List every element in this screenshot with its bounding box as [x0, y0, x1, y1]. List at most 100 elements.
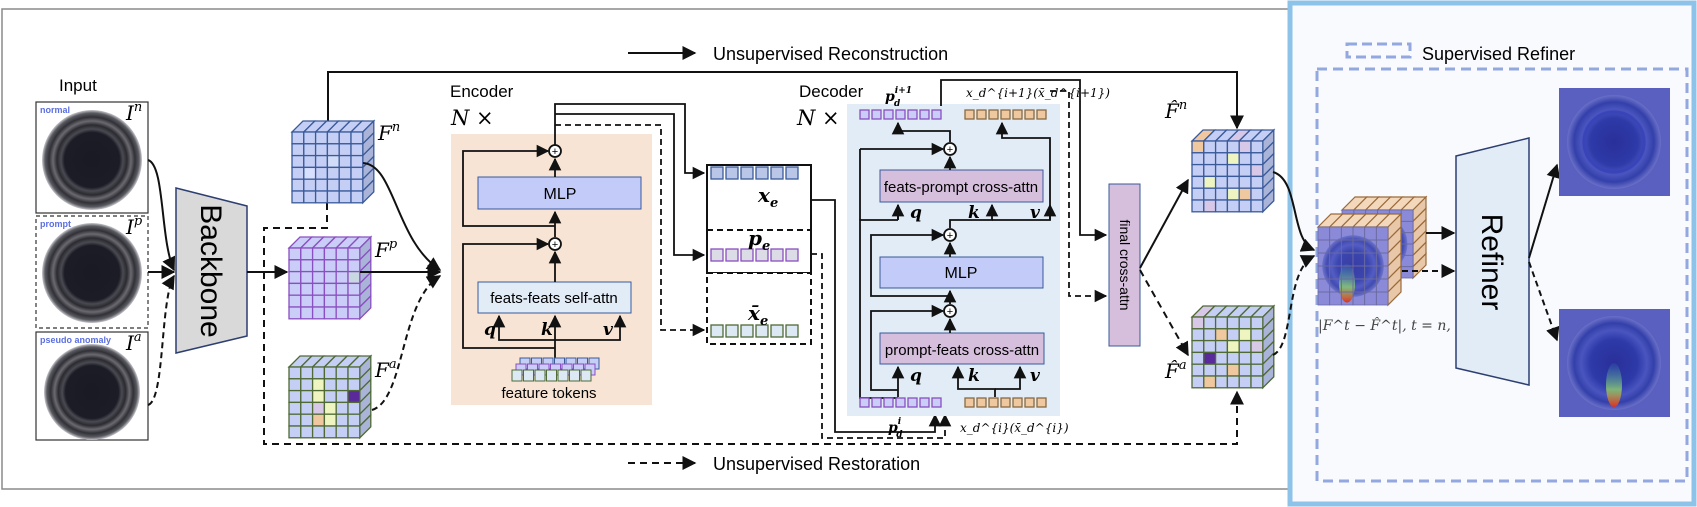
- reconstruction-path: [327, 71, 1244, 130]
- cube-cell: [335, 425, 349, 439]
- cube-cell: [335, 282, 349, 296]
- feature-cube-normal: [290, 119, 376, 205]
- cube-cell: [300, 401, 314, 415]
- xbar-e-token: [770, 324, 784, 338]
- cube-cell: [1214, 328, 1229, 342]
- xe-token: [740, 166, 754, 180]
- feature-tokens: [511, 357, 600, 382]
- image-tag-pseudo-anomaly: pseudo anomaly: [40, 335, 111, 345]
- cube-cell: [300, 247, 314, 261]
- cube-cell: [347, 425, 361, 439]
- supervised-refiner-region: [1315, 67, 1689, 483]
- image-tag-prompt: prompt: [40, 219, 71, 229]
- cube-cell: [311, 294, 326, 308]
- cube-cell: [303, 154, 317, 169]
- xe-token: [785, 166, 799, 180]
- decoder-title: Decoder: [799, 82, 864, 101]
- decoder-prompt-in-token: [895, 397, 906, 408]
- cube-cell: [288, 306, 302, 320]
- cube-cell: [347, 247, 361, 261]
- cube-cell: [314, 154, 329, 169]
- pe-token: [725, 248, 739, 262]
- cube-cell: [1250, 316, 1264, 330]
- decoder-top-v: v: [1030, 203, 1041, 223]
- cube-cell: [291, 190, 305, 204]
- cube-cell: [347, 389, 361, 404]
- cube-cell: [335, 378, 349, 392]
- cube-cell: [1238, 328, 1252, 342]
- output-map-normal: [1559, 88, 1670, 196]
- cube-cell: [311, 366, 326, 380]
- cube-cell: [326, 154, 340, 169]
- cube-cell: [291, 143, 305, 157]
- cube-cell: [338, 143, 352, 157]
- cube-cell: [300, 259, 314, 273]
- decoder-feats-in-token: [1036, 397, 1047, 408]
- cube-cell: [311, 259, 326, 273]
- image-symbol-prompt: Ip: [125, 214, 143, 239]
- cube-cell: [347, 294, 361, 308]
- cube-cell: [300, 366, 314, 380]
- cube-cell: [314, 131, 329, 145]
- cube-cell: [1191, 363, 1205, 377]
- cube-cell: [1191, 163, 1205, 178]
- cube-cell: [1238, 199, 1252, 213]
- difference-maps: [1316, 195, 1428, 307]
- cube-cell: [288, 294, 302, 308]
- cube-cell: [1238, 187, 1252, 201]
- decoder-bottom-k: k: [968, 366, 980, 386]
- cube-cell: [338, 166, 352, 180]
- cube-cell: [1250, 187, 1264, 201]
- decoder-prompt-feats-cross-attn: [879, 332, 1045, 365]
- cube-cell: [1214, 199, 1229, 213]
- cube-cell: [291, 131, 305, 145]
- cube-cell: [1250, 351, 1264, 365]
- feature-token: [511, 369, 523, 382]
- cube-cell: [1191, 187, 1205, 201]
- xbar-e-token: [755, 324, 769, 338]
- xbar-e-label: x̄e: [747, 301, 768, 329]
- cube-cell: [303, 131, 317, 145]
- pe-box: [706, 229, 812, 274]
- cube-cell: [1226, 375, 1240, 389]
- cube-cell: [323, 282, 337, 296]
- arrow-normal-to-backbone: [147, 159, 176, 272]
- cube-cell: [350, 154, 364, 169]
- cube-cell: [1191, 351, 1205, 365]
- arrow-refiner-to-anomaly-map: [1528, 261, 1560, 342]
- cube-cell: [291, 178, 305, 192]
- cube-cell: [1226, 187, 1240, 201]
- cube-cell: [347, 270, 361, 285]
- decoder-feats-out-token: [1024, 109, 1035, 120]
- cube-cell: [326, 131, 340, 145]
- recon-cube-anomaly: [1190, 304, 1276, 390]
- decoder-bottom-q: q: [910, 366, 922, 386]
- cube-cell: [311, 270, 326, 285]
- encoder-k: k: [541, 320, 553, 340]
- cube-cell: [323, 413, 337, 427]
- cube-cell: [1203, 351, 1217, 365]
- diff-map-hotspot: [1339, 263, 1355, 303]
- recon-label-normal: F̂n: [1164, 98, 1187, 123]
- decoder-feats-in-label: x_d^{i}(x̄_d^{i}): [960, 421, 1069, 435]
- cube-cell: [1238, 316, 1252, 330]
- cube-cell: [311, 389, 326, 404]
- feature-token: [534, 369, 546, 382]
- cube-cell: [1203, 339, 1217, 354]
- cube-cell: [311, 282, 326, 296]
- encoder-wiring: [462, 103, 706, 370]
- pe-token: [755, 248, 769, 262]
- backbone-label: Backbone: [194, 204, 227, 337]
- decoder-prompt-out-token: [859, 109, 870, 120]
- cube-cell: [323, 401, 337, 415]
- cube-cell: [347, 259, 361, 273]
- cube-cell: [1203, 163, 1217, 178]
- cube-cell: [1238, 375, 1252, 389]
- feature-tokens-label: feature tokens: [501, 385, 596, 402]
- cube-cell: [1250, 175, 1264, 189]
- cube-cell: [1214, 363, 1229, 377]
- decoder-prompt-out-token: [883, 109, 894, 120]
- arrow-anomaly-to-backbone: [147, 274, 175, 406]
- cube-cell: [347, 282, 361, 296]
